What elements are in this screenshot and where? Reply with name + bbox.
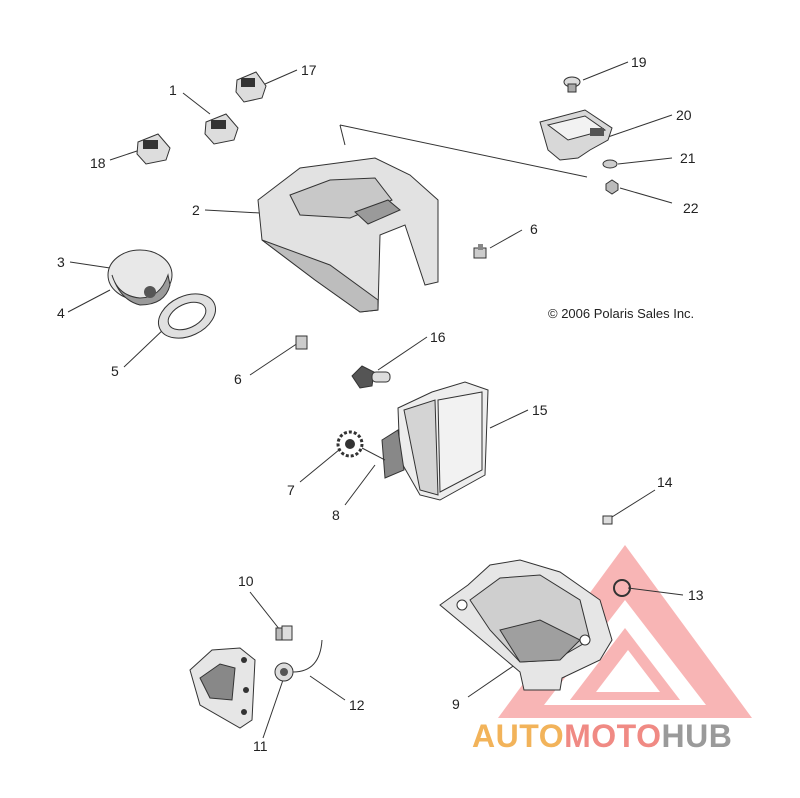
callout-10: 10 xyxy=(238,573,254,589)
screw-19-icon xyxy=(563,76,581,93)
callout-15: 15 xyxy=(532,402,548,418)
headlight-icon xyxy=(381,381,489,501)
callout-12: 12 xyxy=(349,697,365,713)
callout-8: 8 xyxy=(332,507,340,523)
nut-icon xyxy=(605,179,619,195)
switch-housing-icon xyxy=(539,109,613,161)
switch-18-icon xyxy=(136,133,171,165)
callout-17: 17 xyxy=(301,62,317,78)
watermark-text: AUTOMOTOHUB xyxy=(472,718,732,755)
screw-6b-icon xyxy=(295,335,308,350)
callout-14: 14 xyxy=(657,474,673,490)
watermark-auto: AUTO xyxy=(472,718,565,754)
callout-1: 1 xyxy=(169,82,177,98)
callout-3: 3 xyxy=(57,254,65,270)
mount-bracket-icon xyxy=(189,647,256,729)
adjuster-gear-icon xyxy=(336,430,386,461)
callout-22: 22 xyxy=(683,200,699,216)
callout-18: 18 xyxy=(90,155,106,171)
callout-20: 20 xyxy=(676,107,692,123)
lower-pod-icon xyxy=(439,559,613,691)
callout-2: 2 xyxy=(192,202,200,218)
callout-4: 4 xyxy=(57,305,65,321)
sensor-icon xyxy=(274,639,323,682)
bezel-ring-icon xyxy=(158,293,216,339)
bulb-socket-icon xyxy=(351,365,391,389)
bolt-10-icon xyxy=(275,625,293,641)
leader-lines xyxy=(67,61,684,739)
washer-icon xyxy=(602,159,618,169)
grommet-icon xyxy=(613,579,631,597)
clip-icon xyxy=(602,515,613,525)
screw-6-icon xyxy=(473,244,487,259)
callout-21: 21 xyxy=(680,150,696,166)
callout-6: 6 xyxy=(530,221,538,237)
dash-cover-icon xyxy=(257,157,439,313)
switch-1-icon xyxy=(204,113,239,145)
callout-7: 7 xyxy=(287,482,295,498)
callout-6b: 6 xyxy=(234,371,242,387)
watermark-moto: MOTO xyxy=(564,718,662,754)
callout-11: 11 xyxy=(253,738,268,754)
callout-5: 5 xyxy=(111,363,119,379)
callout-16: 16 xyxy=(430,329,446,345)
copyright-text: © 2006 Polaris Sales Inc. xyxy=(548,306,695,321)
callout-13: 13 xyxy=(688,587,704,603)
callout-19: 19 xyxy=(631,54,647,70)
switch-17-icon xyxy=(235,71,267,103)
knob-icon xyxy=(107,249,173,306)
callout-9: 9 xyxy=(452,696,460,712)
watermark-hub: HUB xyxy=(661,718,733,754)
